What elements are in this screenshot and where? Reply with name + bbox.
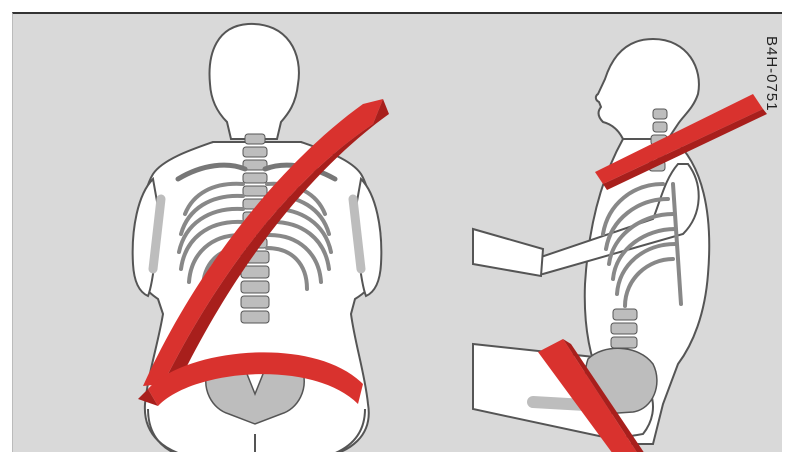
seatbelt-anatomy-illustration [13,14,782,452]
side-head [596,39,699,139]
figure-code: B4H-0751 [763,36,780,112]
front-head [210,24,299,139]
illustration-panel: B4H-0751 [12,12,782,452]
